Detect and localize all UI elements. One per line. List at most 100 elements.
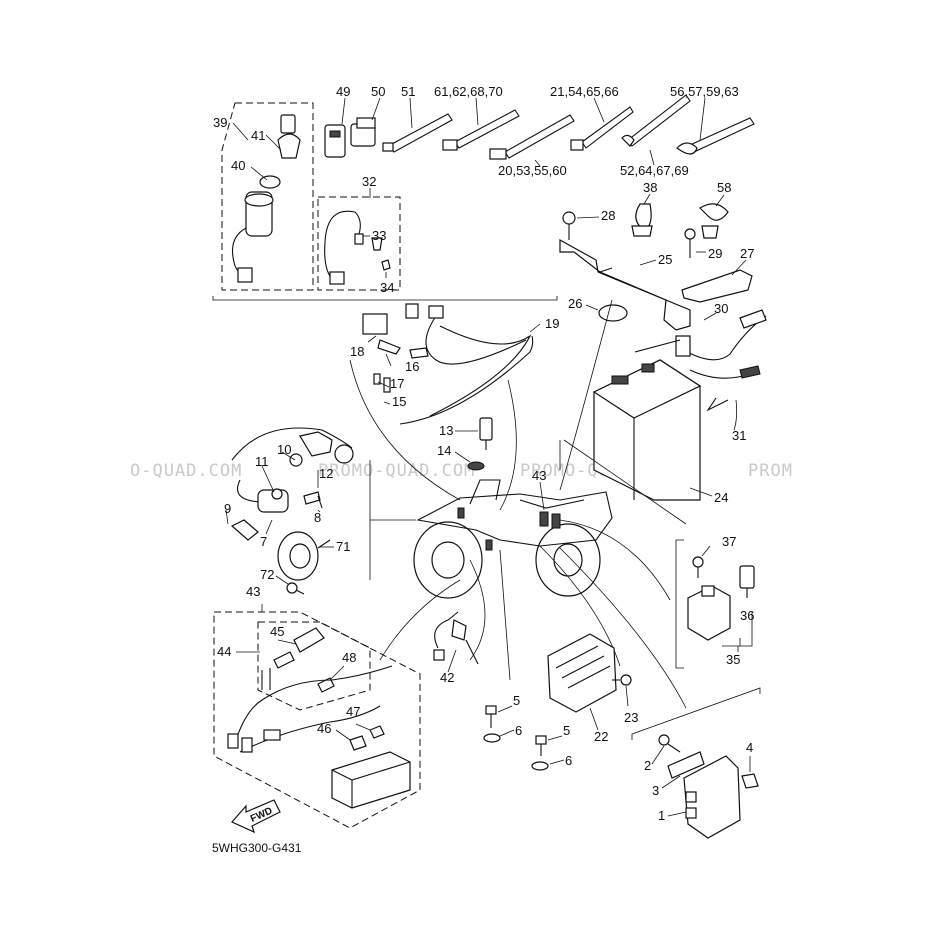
label-52-64-67-69: 52,64,67,69 <box>620 163 689 178</box>
label-36: 36 <box>740 608 754 623</box>
label-4: 4 <box>746 740 753 755</box>
label-17: 17 <box>390 376 404 391</box>
sub-harness-32 <box>324 210 391 285</box>
ignition-switch <box>231 114 301 283</box>
label-56-57-59-63: 56,57,59,63 <box>670 84 739 99</box>
cdi-unit-1 <box>631 687 761 839</box>
forward-label: FWD <box>249 806 274 825</box>
cable-tie-56 <box>676 117 755 155</box>
label-5-a: 5 <box>513 693 520 708</box>
battery-bracket-25 <box>559 211 691 331</box>
label-29: 29 <box>708 246 722 261</box>
label-1: 1 <box>658 808 665 823</box>
sensor-13 <box>467 417 493 471</box>
wire-harness-19 <box>362 303 534 425</box>
label-25: 25 <box>658 252 672 267</box>
label-2: 2 <box>644 758 651 773</box>
connector-50 <box>350 117 376 147</box>
label-20-53-55-60: 20,53,55,60 <box>498 163 567 178</box>
label-41: 41 <box>251 128 265 143</box>
label-13: 13 <box>439 423 453 438</box>
clamp-38 <box>631 203 653 237</box>
rectifier-22 <box>547 633 617 713</box>
part-labels: 39 41 40 49 50 51 61,62,68,70 21,54,65,6… <box>213 84 754 823</box>
label-39: 39 <box>213 115 227 130</box>
cable-tie-21 <box>570 106 634 151</box>
label-7: 7 <box>260 534 267 549</box>
bolt-5-b <box>531 735 549 771</box>
label-6-a: 6 <box>515 723 522 738</box>
label-18: 18 <box>350 344 364 359</box>
label-48: 48 <box>342 650 356 665</box>
cable-tie-51 <box>382 113 453 153</box>
label-19: 19 <box>545 316 559 331</box>
forward-arrow: FWD <box>231 799 281 834</box>
starter-relay-group <box>230 427 354 541</box>
label-33: 33 <box>372 228 386 243</box>
bolt-29 <box>684 228 696 258</box>
sensor-42 <box>433 611 479 665</box>
label-34: 34 <box>380 280 394 295</box>
label-3: 3 <box>652 783 659 798</box>
label-72: 72 <box>260 567 274 582</box>
diagram-code: 5WHG300-G431 <box>212 841 302 855</box>
label-46: 46 <box>317 721 331 736</box>
label-21-54-65-66: 21,54,65,66 <box>550 84 619 99</box>
label-45: 45 <box>270 624 284 639</box>
label-11: 11 <box>255 454 269 469</box>
label-26: 26 <box>568 296 582 311</box>
cable-tie-61 <box>442 109 520 151</box>
label-50: 50 <box>371 84 385 99</box>
label-42: 42 <box>440 670 454 685</box>
rubber-26 <box>598 304 628 322</box>
label-5-b: 5 <box>563 723 570 738</box>
label-22: 22 <box>594 729 608 744</box>
label-40: 40 <box>231 158 245 173</box>
cable-tie-52 <box>621 94 691 147</box>
label-32: 32 <box>362 174 376 189</box>
label-38: 38 <box>643 180 657 195</box>
label-35: 35 <box>726 652 740 667</box>
watermark-text: PROMO-QUAD.COM <box>318 461 475 481</box>
label-31: 31 <box>732 428 746 443</box>
label-16: 16 <box>405 359 419 374</box>
label-24: 24 <box>714 490 728 505</box>
plate-27 <box>681 259 753 303</box>
label-51: 51 <box>401 84 415 99</box>
label-12: 12 <box>319 466 333 481</box>
label-47: 47 <box>346 704 360 719</box>
label-28: 28 <box>601 208 615 223</box>
bolt-5-a <box>483 705 501 743</box>
bolt-23 <box>612 674 632 686</box>
cable-tie-20 <box>489 114 575 160</box>
label-8: 8 <box>314 510 321 525</box>
connector-49 <box>324 124 346 158</box>
label-9: 9 <box>224 501 231 516</box>
leader-lines <box>349 299 687 709</box>
watermark-text: O-QUAD.COM <box>130 461 242 481</box>
horn-71 <box>277 531 331 581</box>
label-10: 10 <box>277 442 291 457</box>
cable-30 <box>634 309 767 361</box>
watermark-text: PROM <box>748 461 793 481</box>
bolt-72 <box>286 582 305 595</box>
atv-vehicle <box>413 479 613 599</box>
label-6-b: 6 <box>565 753 572 768</box>
relay-group-35 <box>675 539 755 669</box>
clamp-58 <box>699 203 729 239</box>
fuse-17 <box>373 373 391 393</box>
label-71: 71 <box>336 539 350 554</box>
label-37: 37 <box>722 534 736 549</box>
label-43-top: 43 <box>532 468 546 483</box>
top-group-bracket <box>212 102 558 301</box>
label-44: 44 <box>217 644 231 659</box>
label-61-62-68-70: 61,62,68,70 <box>434 84 503 99</box>
label-23: 23 <box>624 710 638 725</box>
battery-24 <box>592 359 702 501</box>
label-15: 15 <box>392 394 406 409</box>
wire-kit-43 <box>213 611 421 829</box>
label-43-left: 43 <box>246 584 260 599</box>
label-30: 30 <box>714 301 728 316</box>
label-14: 14 <box>437 443 451 458</box>
